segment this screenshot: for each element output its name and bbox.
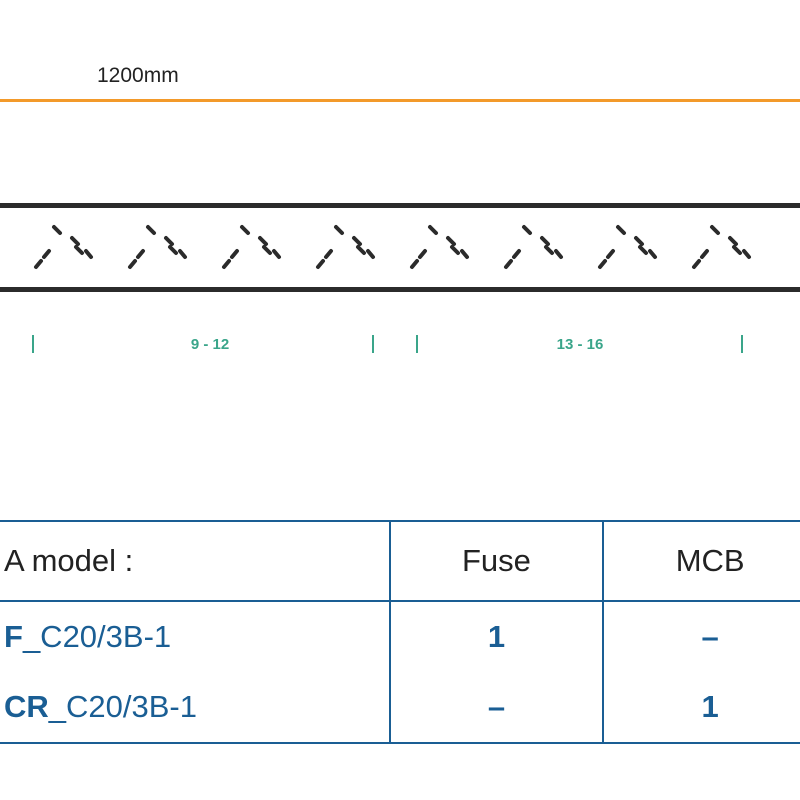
breaker-mark [136,249,145,259]
breaker-mark [324,249,333,259]
group-label: 9 - 12 [190,336,230,353]
breaker-mark [74,245,84,255]
breaker-mark [742,249,751,259]
breaker-mark [34,259,43,269]
model-suffix: _C20/3B-1 [48,689,197,724]
breaker-mark [728,236,738,246]
table-row: F_C20/3B-1 1 – [0,600,800,672]
breaker-mark [522,225,532,235]
model-suffix: _C20/3B-1 [22,619,172,654]
group-end-tick [741,335,743,353]
rail-breaker-marks [34,225,751,269]
breaker-mark [240,225,250,235]
breaker-mark [732,245,742,255]
breaker-mark [634,236,644,246]
model-cell: F_C20/3B-1 [0,600,391,672]
breaker-mark [222,259,231,269]
breaker-mark [230,249,239,259]
breaker-mark [710,225,720,235]
rail-top-edge [0,203,800,208]
header-mcb: MCB [602,520,800,602]
header-model: A model : [0,520,391,602]
breaker-mark [512,249,521,259]
model-cell: CR_C20/3B-1 [0,672,391,744]
breaker-mark [598,259,607,269]
breaker-mark [334,225,344,235]
breaker-mark [460,249,469,259]
dimension-label: 1200mm [97,64,179,87]
breaker-mark [262,245,272,255]
breaker-mark [692,259,701,269]
fuse-qty: 1 [388,600,605,672]
group-end-tick [372,335,374,353]
group-label: 13 - 16 [556,336,604,353]
breaker-mark [428,225,438,235]
breaker-mark [366,249,375,259]
din-rail [0,203,800,292]
model-table: A model : Fuse MCB F_C20/3B-1 1 – CR_C20… [0,520,800,744]
breaker-mark [410,259,419,269]
breaker-mark [178,249,187,259]
model-prefix: CR [4,689,49,724]
table-row: CR_C20/3B-1 – 1 [0,672,800,744]
fuse-qty: – [388,672,605,744]
group-start-tick [32,335,34,353]
table-header-row: A model : Fuse MCB [0,520,800,602]
breaker-mark [272,249,281,259]
breaker-mark [638,245,648,255]
breaker-mark [606,249,615,259]
breaker-mark [146,225,156,235]
breaker-mark [446,236,456,246]
mcb-qty: 1 [602,672,800,744]
breaker-mark [164,236,174,246]
breaker-mark [616,225,626,235]
breaker-mark [42,249,51,259]
breaker-mark [540,236,550,246]
group-start-tick [416,335,418,353]
breaker-mark [84,249,93,259]
breaker-mark [554,249,563,259]
breaker-mark [258,236,268,246]
breaker-mark [648,249,657,259]
breaker-mark [544,245,554,255]
breaker-mark [356,245,366,255]
breaker-mark [352,236,362,246]
breaker-mark [418,249,427,259]
breaker-mark [52,225,62,235]
dimension-line [0,99,800,102]
breaker-mark [168,245,178,255]
header-fuse: Fuse [388,520,605,602]
group-markers: 9 - 12 13 - 16 [0,325,800,365]
mcb-qty: – [602,600,800,672]
breaker-mark [700,249,709,259]
model-prefix: F [4,619,23,654]
breaker-mark [70,236,80,246]
rail-bottom-edge [0,287,800,292]
breaker-mark [450,245,460,255]
breaker-mark [504,259,513,269]
breaker-mark [316,259,325,269]
breaker-mark [128,259,137,269]
